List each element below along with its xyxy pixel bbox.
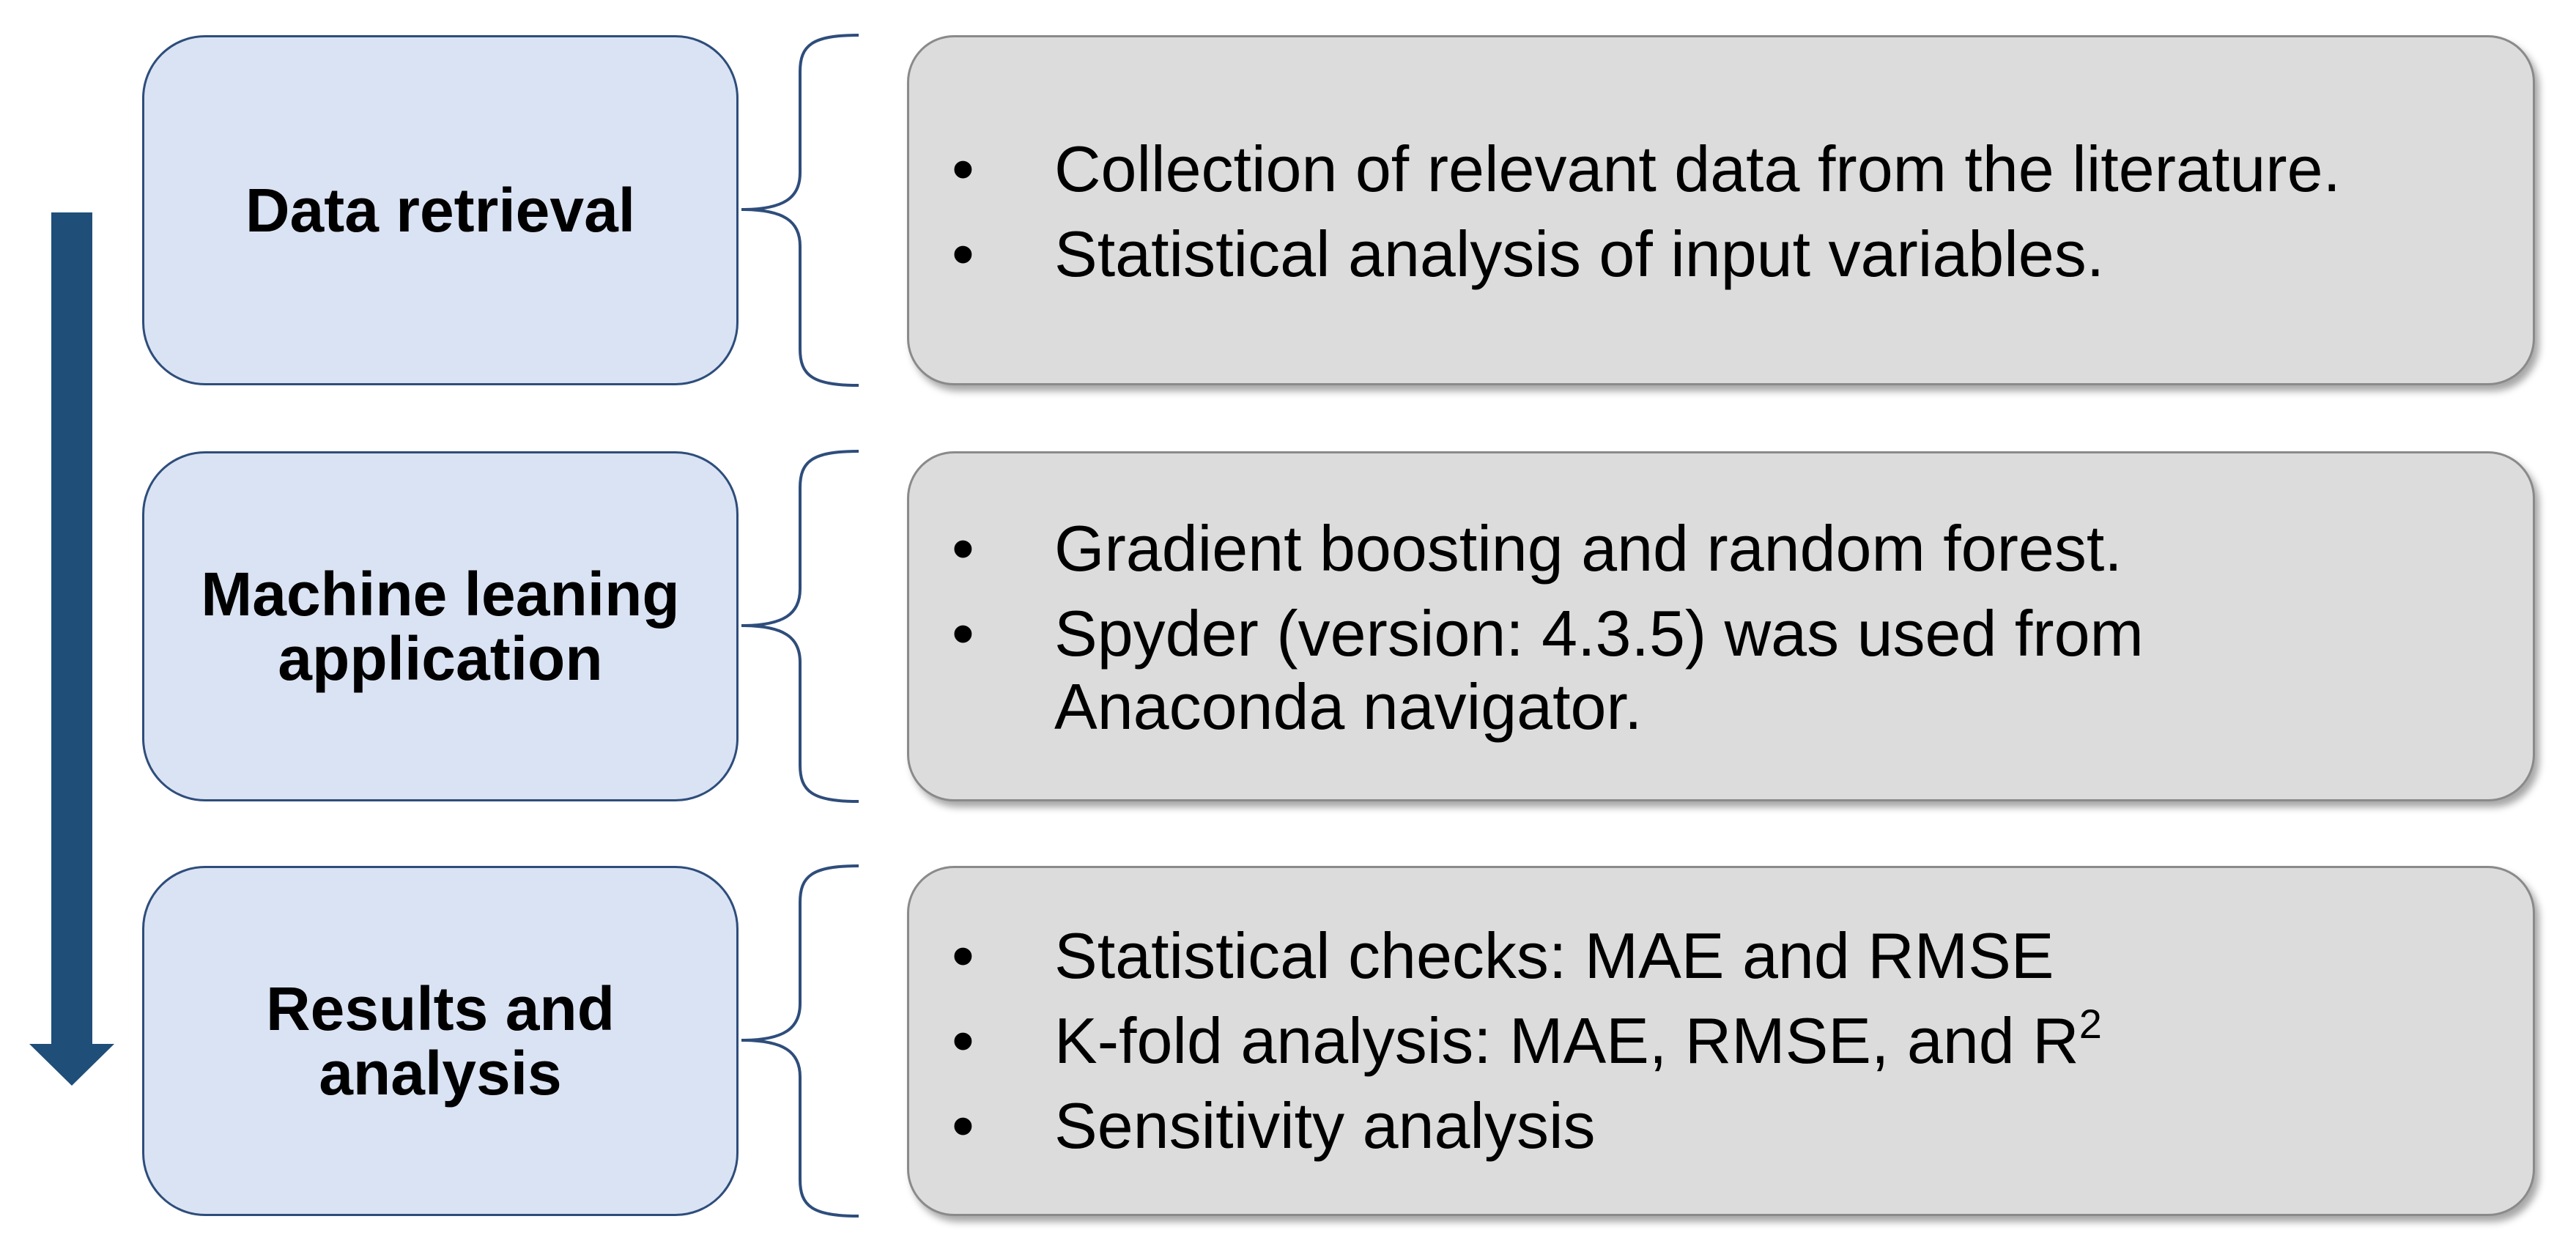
bullet-item: • Sensitivity analysis <box>952 1089 2503 1163</box>
bullet-item: • Collection of relevant data from the li… <box>952 133 2503 206</box>
bullet-list: • Collection of relevant data from the li… <box>952 133 2503 303</box>
bullet-item: • Statistical checks: MAE and RMSE <box>952 919 2503 993</box>
bullet-text: Sensitivity analysis <box>1054 1089 1596 1162</box>
stage-box-results-analysis: Results and analysis <box>142 866 739 1216</box>
bullet-glyph: • <box>952 512 974 585</box>
stage-label: Machine leaning application <box>201 560 680 693</box>
brace-stage-3 <box>741 864 859 1218</box>
bullet-text: Collection of relevant data from the lit… <box>1054 133 2342 205</box>
flow-arrow-shaft <box>51 212 92 1048</box>
stage-box-data-retrieval: Data retrieval <box>142 35 739 385</box>
bullet-text: Spyder (version: 4.3.5) was used from An… <box>1054 597 2144 743</box>
stage-label: Results and analysis <box>265 974 615 1108</box>
bullet-item: • Gradient boosting and random forest. <box>952 512 2225 585</box>
stage-label: Data retrieval <box>245 176 636 245</box>
detail-box-data-retrieval: • Collection of relevant data from the li… <box>907 35 2535 385</box>
superscript: 2 <box>2079 1001 2102 1047</box>
bullet-glyph: • <box>952 1089 974 1162</box>
flow-arrow-head <box>29 1044 114 1086</box>
brace-stage-2 <box>741 450 859 803</box>
bullet-text: Statistical analysis of input variables. <box>1054 218 2105 290</box>
bullet-glyph: • <box>952 133 974 205</box>
bullet-item: • Statistical analysis of input variables… <box>952 218 2503 291</box>
bullet-glyph: • <box>952 597 974 670</box>
bullet-glyph: • <box>952 1004 974 1077</box>
bullet-item: • K-fold analysis: MAE, RMSE, and R2 <box>952 1001 2503 1078</box>
brace-stage-1 <box>741 34 859 387</box>
detail-box-machine-learning: • Gradient boosting and random forest. • S… <box>907 451 2535 801</box>
bullet-list: • Gradient boosting and random forest. • S… <box>952 512 2225 755</box>
detail-box-results-analysis: • Statistical checks: MAE and RMSE • K-fol… <box>907 866 2535 1216</box>
bullet-glyph: • <box>952 919 974 992</box>
stage-box-machine-learning: Machine leaning application <box>142 451 739 801</box>
bullet-text: Statistical checks: MAE and RMSE <box>1054 919 2054 992</box>
bullet-text: Gradient boosting and random forest. <box>1054 512 2122 585</box>
bullet-item: • Spyder (version: 4.3.5) was used from A… <box>952 597 2225 744</box>
bullet-text: K-fold analysis: MAE, RMSE, and R <box>1054 1004 2079 1077</box>
bullet-glyph: • <box>952 218 974 290</box>
bullet-list: • Statistical checks: MAE and RMSE • K-fol… <box>952 919 2503 1174</box>
